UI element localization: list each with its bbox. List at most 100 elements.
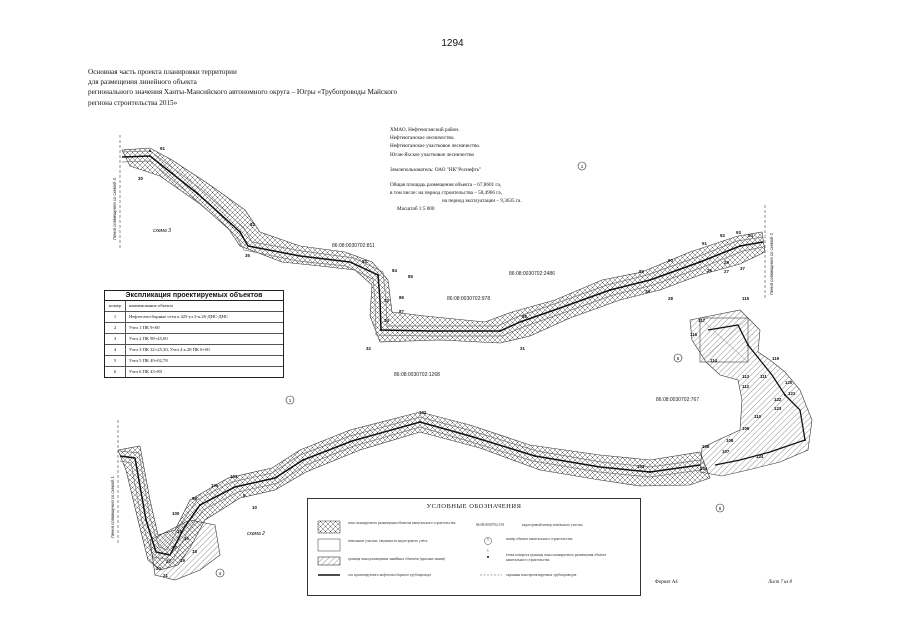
turn-point-label: 28	[668, 296, 673, 301]
turn-point-label: 9	[243, 493, 246, 498]
zone-symbol	[317, 520, 341, 534]
turn-point-label: 26	[707, 268, 712, 273]
cadastral-number: 86:08:0030702:1268	[394, 372, 440, 378]
row-number: 4	[105, 345, 126, 355]
turn-point-label: 123	[774, 406, 782, 411]
turn-point-label: 17	[172, 545, 177, 550]
match-line-label: Линия совмещения со схемой 2	[769, 232, 774, 295]
turn-point-label: 27	[724, 269, 729, 274]
turn-point-label: 10	[252, 505, 257, 510]
location-line: Нефтеюганское лесничество.	[390, 135, 455, 142]
table-row: 3 Узел 2 ПК 98+45,00	[105, 334, 283, 345]
turn-point-label: 84	[392, 268, 397, 273]
legend-title: УСЛОВНЫЕ ОБОЗНАЧЕНИЯ	[426, 503, 522, 510]
legend-item: ось проектируемого нефтегазосборного тру…	[348, 573, 431, 577]
turn-point-label: 94	[748, 233, 753, 238]
turn-point-label: 82	[250, 222, 255, 227]
turn-point-label: 104	[700, 466, 708, 471]
legend-panel: УСЛОВНЫЕ ОБОЗНАЧЕНИЯ зона планируемого р…	[307, 498, 641, 596]
object-symbol	[484, 537, 492, 545]
row-name: Узел 5 ПК 49+02,78	[129, 358, 168, 363]
object-marker-1: 1	[577, 161, 587, 171]
legend-item: номер объекта капитального строительства	[506, 537, 573, 541]
turn-point-label: 30	[138, 176, 143, 181]
turn-point-label: 29	[724, 260, 729, 265]
turn-point-label: 119	[772, 356, 780, 361]
legend-point-sample: 1	[487, 549, 489, 553]
explication-header: номер наименование объекта	[105, 301, 283, 312]
row-name: Узел 6 ПК 43+80	[129, 369, 162, 374]
turn-point-label: 102	[419, 410, 427, 415]
boundary-symbol	[317, 556, 341, 566]
turn-point-label: 111	[760, 374, 767, 379]
legend-item: граница зоны размещения линейных объекто…	[348, 557, 446, 561]
turn-point-label: 99	[192, 496, 197, 501]
turn-point-label: 108	[726, 438, 734, 443]
location-line: ХМАО, Нефтеюганский район.	[390, 127, 460, 133]
turn-point-label: 89	[639, 269, 644, 274]
match-line-label: Линия совмещения со схемой 1	[110, 475, 115, 538]
object-marker-1: 1	[285, 395, 295, 405]
turn-point-label: 101	[230, 474, 238, 479]
scheme-label: схема 2	[247, 531, 265, 537]
header-name: наименование объекта	[129, 303, 174, 308]
legend-item: земельные участки, сведения из кадастров…	[348, 539, 428, 543]
explication-table: Экспликация проектируемых объектов номер…	[104, 290, 284, 378]
turn-point-label: 37	[740, 266, 745, 271]
header-number: номер	[105, 301, 126, 311]
title-line: регионального значения Ханты-Мансийского…	[88, 88, 398, 97]
turn-point-label: 91	[160, 146, 165, 151]
node-area-left	[149, 519, 221, 581]
turn-point-label: 35	[245, 253, 250, 258]
turn-point-label: 120	[785, 380, 793, 385]
turn-point-label: 93	[736, 230, 741, 235]
turn-point-label: 107	[722, 449, 730, 454]
turn-point-label: 83	[362, 259, 367, 264]
turn-point-label: 90	[668, 258, 673, 263]
legend-cadastral-sample: 86:08:0030702:159	[476, 523, 505, 527]
lower-pipeline-guard	[119, 426, 701, 561]
table-row: 2 Узел 1 ПК 9+00	[105, 323, 283, 334]
turn-point-label: 100	[172, 511, 180, 516]
turn-point-label: 113	[742, 374, 750, 379]
turn-point-label: 32	[366, 346, 371, 351]
legend-symbols	[317, 520, 502, 576]
node-area-right	[689, 309, 813, 477]
turn-point-label: 31	[520, 346, 525, 351]
row-number: 2	[105, 323, 126, 333]
turn-point-dots	[145, 150, 806, 521]
node-inner-zone	[699, 317, 749, 363]
turn-point-label: 18	[192, 549, 197, 554]
table-row: 4 Узел 3 ПК 32+25,30, Узел 4 к.28 ПК 0+0…	[105, 345, 283, 356]
row-name: Узел 2 ПК 98+45,00	[129, 336, 168, 341]
scheme-label: схема 3	[153, 228, 171, 234]
turn-point-label: 122	[774, 397, 782, 402]
table-row: 1 Нефтегазосборные сети к 425-уз.3-к.26-…	[105, 312, 283, 323]
turn-point-label: 110	[754, 414, 762, 419]
turn-point-label: 16	[177, 529, 182, 534]
title-line: региона строительства 2015»	[88, 98, 178, 107]
turn-point-label: 121	[788, 391, 796, 396]
turn-point-label: 15	[184, 536, 189, 541]
cadastral-number: 86:08:0030702:2486	[509, 271, 555, 277]
area-line: Общая площадь размещения объекта – 67,86…	[390, 182, 502, 189]
match-line-label: Линия совмещения со схемой 3	[112, 177, 117, 240]
turn-point-label: 22	[166, 559, 171, 564]
map-scale: Масштаб 1:5 000	[397, 206, 435, 212]
turn-point-label: 109	[742, 426, 750, 431]
legend-item: охранная зона проектируемых трубопроводо…	[506, 573, 577, 577]
turn-point-label: 92	[720, 233, 725, 238]
land-plot-symbol	[317, 538, 341, 552]
upper-pipeline-guard	[121, 150, 764, 327]
title-line: Основная часть проекта планировки террит…	[88, 68, 237, 76]
location-line: Нефтеюганское участковое лесничество.	[390, 143, 481, 150]
turn-point-label: 105	[211, 483, 219, 488]
area-line: на период эксплуатации – 9,3635 га.	[442, 198, 522, 205]
point-symbol	[487, 556, 489, 558]
turn-point-label: 124	[756, 454, 764, 459]
row-name: Нефтегазосборные сети к 425-уз.3-к.26-ДН…	[129, 314, 229, 319]
document-title: Основная часть проекта планировки террит…	[88, 67, 508, 108]
legend-item: точка поворота границы зоны планируемого…	[506, 553, 607, 562]
svg-text:4: 4	[219, 571, 222, 576]
